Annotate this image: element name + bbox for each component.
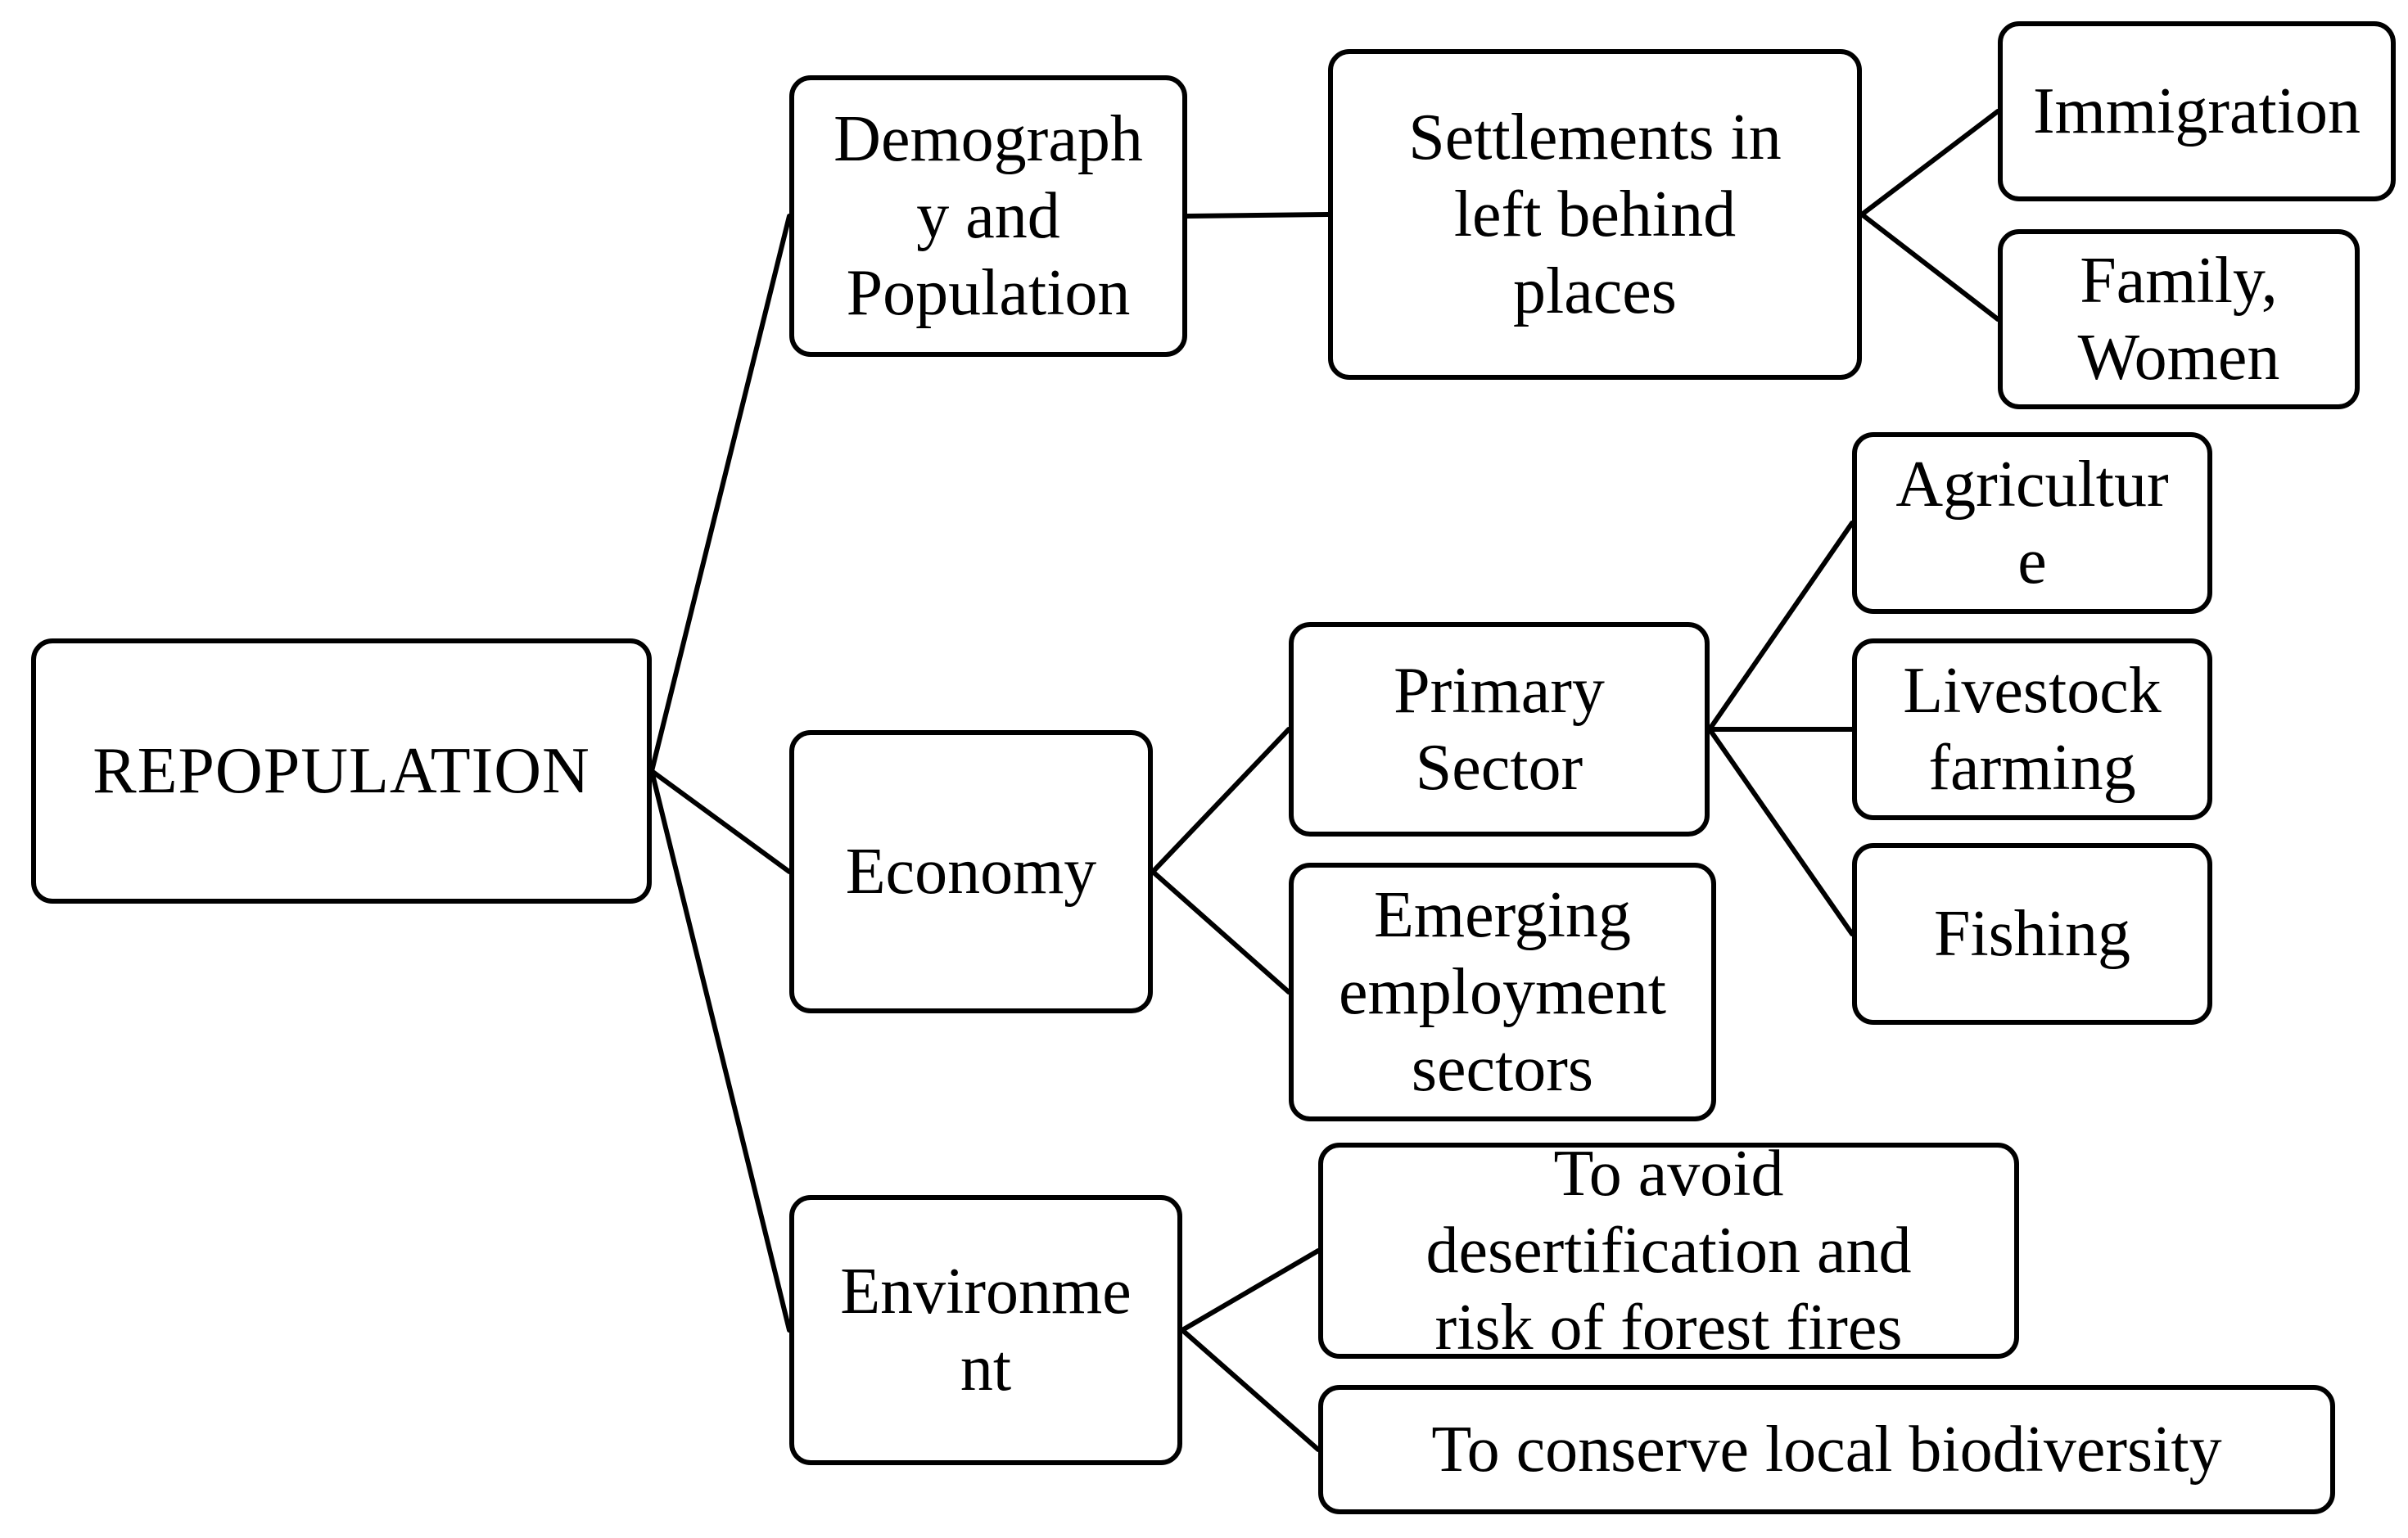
node-agriculture: Agricultur e [1852, 432, 2212, 614]
node-environment: Environme nt [789, 1195, 1182, 1465]
connector-root-to-economy [649, 769, 792, 874]
connector-demography-to-settlements [1185, 212, 1330, 219]
node-immigration-label: Immigration [2033, 75, 2361, 147]
connector-primary-to-agriculture [1707, 521, 1855, 732]
connector-settlements-to-immigration [1859, 109, 2000, 217]
connector-primary-to-fishing [1707, 727, 1855, 936]
node-primary-sector: Primary Sector [1289, 622, 1710, 837]
node-demography-label: Demograph y and Population [834, 103, 1143, 329]
node-livestock-farming: Livestock farming [1852, 638, 2212, 820]
node-primary-label: Primary Sector [1394, 655, 1605, 804]
node-settlements-left-behind: Settlements in left behind places [1328, 49, 1862, 380]
connector-environment-to-desertification [1180, 1248, 1321, 1333]
node-emerging-label: Emerging employment sectors [1339, 879, 1666, 1105]
node-repopulation: REPOPULATION [31, 638, 652, 904]
node-avoid-desertification: To avoid desertification and risk of for… [1318, 1143, 2019, 1359]
node-agriculture-label: Agricultur e [1895, 449, 2169, 598]
node-environment-label: Environme nt [840, 1256, 1132, 1405]
connector-settlements-to-family [1859, 212, 2000, 322]
connector-root-to-environment [649, 769, 792, 1333]
node-emerging-employment-sectors: Emerging employment sectors [1289, 863, 1716, 1121]
connector-economy-to-emerging [1150, 869, 1291, 995]
node-demography-and-population: Demograph y and Population [789, 75, 1187, 357]
node-livestock-label: Livestock farming [1903, 655, 2162, 804]
node-conserve-biodiversity: To conserve local biodiversity [1318, 1385, 2335, 1514]
connector-root-to-demography [649, 214, 792, 774]
node-family-women: Family, Women [1998, 229, 2360, 409]
node-immigration: Immigration [1998, 21, 2396, 201]
node-family-label: Family, Women [2077, 245, 2280, 394]
node-desertification-label: To avoid desertification and risk of for… [1425, 1143, 1912, 1359]
connector-economy-to-primary [1150, 727, 1291, 874]
node-biodiversity-label: To conserve local biodiversity [1431, 1414, 2222, 1486]
node-repopulation-label: REPOPULATION [93, 735, 590, 807]
node-fishing: Fishing [1852, 843, 2212, 1025]
node-economy-label: Economy [845, 836, 1097, 908]
node-economy: Economy [789, 730, 1153, 1013]
connector-environment-to-biodiversity [1180, 1328, 1321, 1452]
node-settlements-label: Settlements in left behind places [1408, 101, 1782, 327]
node-fishing-label: Fishing [1933, 898, 2131, 970]
